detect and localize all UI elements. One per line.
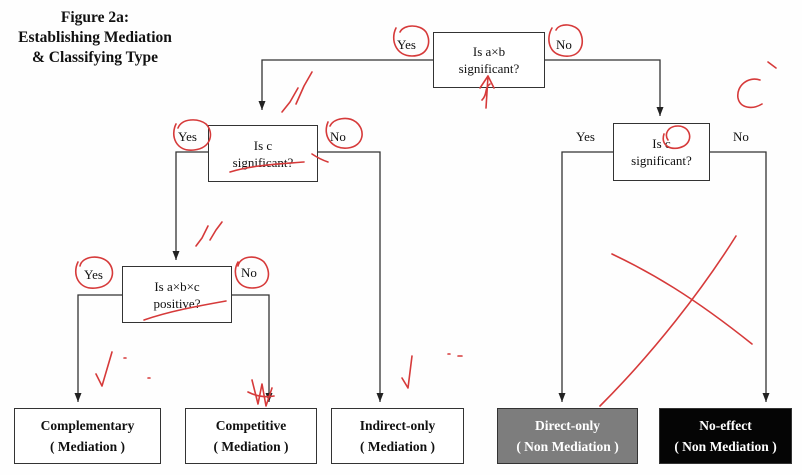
decision-left-c: Is c significant? xyxy=(208,125,318,182)
outcome-indirect-only-type: ( Mediation ) xyxy=(360,439,435,454)
label-sign-yes: Yes xyxy=(84,267,103,282)
outcome-complementary-type: ( Mediation ) xyxy=(50,439,125,454)
decision-root: Is a×b significant? xyxy=(433,32,545,88)
label-leftc-no: No xyxy=(330,129,346,144)
outcome-indirect-only-name: Indirect-only xyxy=(359,418,436,433)
decision-sign-line2: positive? xyxy=(153,295,201,311)
outcome-direct-only-type: ( Non Mediation ) xyxy=(516,439,619,454)
outcome-no-effect-type: ( Non Mediation ) xyxy=(674,439,777,454)
outcome-direct-only-name: Direct-only xyxy=(535,418,600,433)
decision-left-c-line1: Is c xyxy=(253,137,273,153)
outcome-competitive-name: Competitive xyxy=(215,418,287,433)
outcome-indirect-only: Indirect-only ( Mediation ) xyxy=(331,408,464,464)
decision-root-line2: significant? xyxy=(458,61,520,76)
figure-title: Figure 2a: Establishing Mediation & Clas… xyxy=(0,8,190,68)
outcome-complementary: Complementary ( Mediation ) xyxy=(14,408,161,464)
edge-root-no xyxy=(545,59,664,116)
label-rightc-no: No xyxy=(733,129,749,144)
label-root-no: No xyxy=(556,37,572,52)
decision-left-c-line2: significant? xyxy=(232,154,294,170)
outcome-direct-only: Direct-only ( Non Mediation ) xyxy=(497,408,638,464)
title-line-3: & Classifying Type xyxy=(31,49,159,66)
label-root-yes: Yes xyxy=(397,37,416,52)
edge-sign-no xyxy=(232,294,273,402)
title-line-2: Establishing Mediation xyxy=(18,29,172,46)
edge-sign-yes xyxy=(74,294,122,402)
edge-root-yes xyxy=(258,59,433,110)
label-sign-no: No xyxy=(241,265,257,280)
edge-leftc-no xyxy=(318,151,384,402)
label-leftc-yes: Yes xyxy=(178,129,197,144)
edge-leftc-yes xyxy=(172,151,208,260)
outcome-complementary-name: Complementary xyxy=(40,418,135,433)
decision-sign-line1: Is a×b×c xyxy=(154,278,200,294)
decision-right-c: Is c significant? xyxy=(613,123,710,181)
outcome-competitive-type: ( Mediation ) xyxy=(213,439,289,454)
title-line-1: Figure 2a: xyxy=(60,9,130,26)
edge-rightc-yes xyxy=(558,151,613,402)
outcome-no-effect-name: No-effect xyxy=(699,418,752,433)
decision-right-c-line1: Is c xyxy=(652,136,671,151)
decision-root-line1: Is a×b xyxy=(472,44,506,59)
outcome-competitive: Competitive ( Mediation ) xyxy=(185,408,317,464)
outcome-no-effect: No-effect ( Non Mediation ) xyxy=(659,408,792,464)
decision-sign: Is a×b×c positive? xyxy=(122,266,232,323)
edge-rightc-no xyxy=(710,151,770,402)
decision-right-c-line2: significant? xyxy=(631,153,692,168)
label-rightc-yes: Yes xyxy=(576,129,595,144)
